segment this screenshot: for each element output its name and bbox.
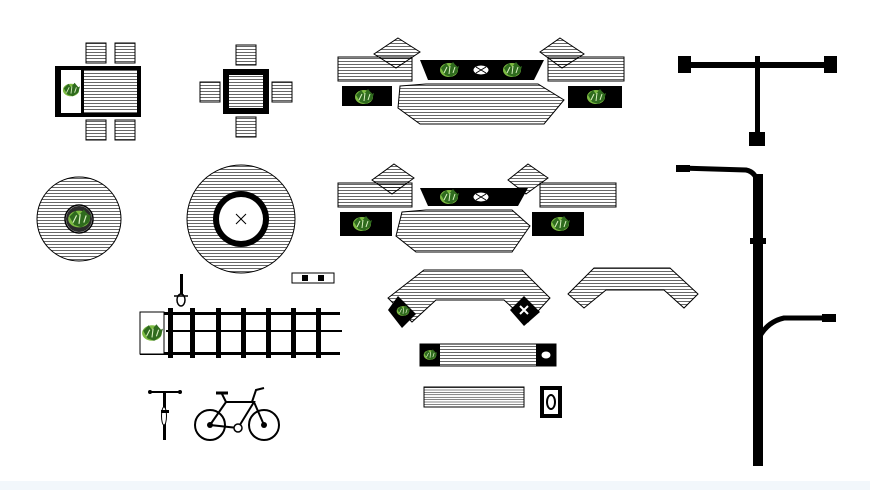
- rack-posts: [166, 308, 342, 358]
- bicycle-front-view: [148, 390, 182, 440]
- dining-table-set: [55, 42, 141, 141]
- curved-planter-bench: [387, 269, 551, 328]
- small-table-set: [199, 44, 293, 138]
- straight-bench: [423, 386, 525, 408]
- bike-rack: [139, 274, 342, 358]
- chair: [235, 44, 257, 66]
- planter-bench-long-1: [337, 37, 625, 125]
- chair: [114, 119, 136, 141]
- chair: [199, 81, 221, 103]
- round-planter: [36, 176, 122, 262]
- parked-bicycle: [174, 274, 188, 307]
- street-lamp-double: [678, 56, 837, 146]
- bicycle-side-view: [194, 387, 280, 441]
- waste-bin: [540, 386, 562, 418]
- curved-bench: [567, 267, 699, 309]
- chair: [85, 119, 107, 141]
- chair: [114, 42, 136, 64]
- straight-planter-bench: [419, 343, 557, 367]
- street-lamp-tall: [676, 165, 836, 466]
- round-tree-bench: [186, 164, 296, 274]
- chair: [271, 81, 293, 103]
- small-bench-detail: [291, 272, 335, 284]
- footer-band: [0, 481, 870, 490]
- chair: [235, 116, 257, 138]
- chair: [85, 42, 107, 64]
- planter-bench-long-2: [337, 163, 617, 253]
